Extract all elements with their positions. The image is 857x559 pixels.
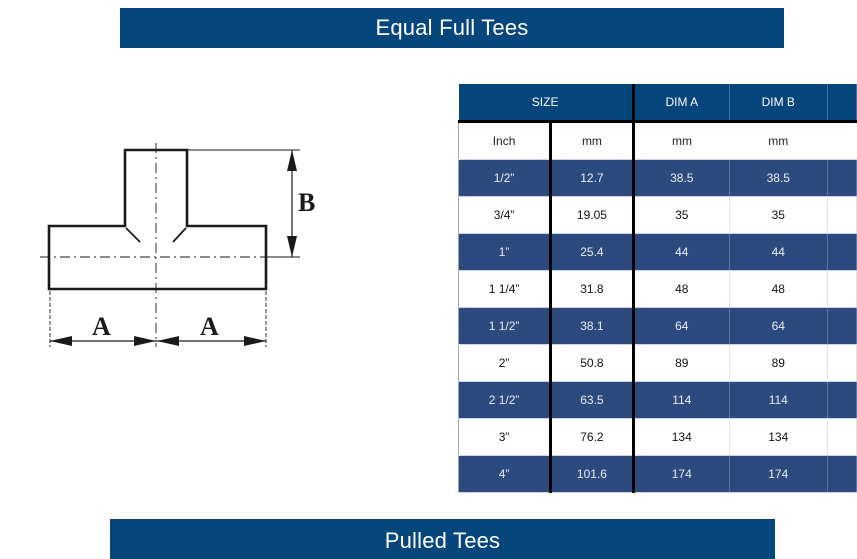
cell-mm: 76.2 xyxy=(550,418,635,456)
cell-dim-a: 114 xyxy=(633,381,730,419)
header-extra xyxy=(827,84,857,123)
cell-inch: 3/4” xyxy=(457,196,553,234)
cell-dim-a: 134 xyxy=(633,418,730,456)
cell-extra xyxy=(827,196,857,234)
unit-mm: mm xyxy=(550,121,635,160)
table-row: 4” 101.6 174 174 xyxy=(457,455,857,493)
table-row: 2” 50.8 89 89 xyxy=(457,344,857,382)
table-row: 1” 25.4 44 44 xyxy=(457,233,857,271)
cell-dim-b: 89 xyxy=(729,344,828,382)
table-row: 1 1/2” 38.1 64 64 xyxy=(457,307,857,345)
dimension-label-a-right: A xyxy=(200,312,219,341)
cell-dim-a: 48 xyxy=(633,270,730,308)
cell-inch: 2 1/2” xyxy=(457,381,553,419)
cell-dim-a: 38.5 xyxy=(633,159,730,197)
cell-inch: 1/2” xyxy=(457,159,553,197)
dimension-label-a-left: A xyxy=(92,312,111,341)
cell-dim-b: 48 xyxy=(729,270,828,308)
cell-extra xyxy=(827,159,857,197)
cell-dim-b: 114 xyxy=(729,381,828,419)
cell-dim-b: 38.5 xyxy=(729,159,828,197)
cell-extra xyxy=(827,233,857,271)
unit-dim-a: mm xyxy=(633,121,730,160)
unit-inch: Inch xyxy=(457,121,553,160)
table-row: 2 1/2” 63.5 114 114 xyxy=(457,381,857,419)
cell-dim-b: 174 xyxy=(729,455,828,493)
table-units-row: Inch mm mm mm xyxy=(457,121,857,160)
cell-extra xyxy=(827,418,857,456)
cell-extra xyxy=(827,344,857,382)
cell-dim-a: 35 xyxy=(633,196,730,234)
cell-inch: 1 1/4” xyxy=(457,270,553,308)
cell-inch: 1” xyxy=(457,233,553,271)
cell-mm: 12.7 xyxy=(550,159,635,197)
cell-dim-a: 44 xyxy=(633,233,730,271)
cell-dim-a: 89 xyxy=(633,344,730,382)
cell-dim-b: 44 xyxy=(729,233,828,271)
cell-mm: 31.8 xyxy=(550,270,635,308)
cell-extra xyxy=(827,455,857,493)
cell-extra xyxy=(827,381,857,419)
section-title-text: Equal Full Tees xyxy=(375,15,529,40)
section-title-text: Pulled Tees xyxy=(384,528,501,553)
cell-inch: 1 1/2” xyxy=(457,307,553,345)
cell-extra xyxy=(827,307,857,345)
unit-extra xyxy=(827,121,857,160)
header-dim-b: DIM B xyxy=(729,84,828,123)
cell-mm: 19.05 xyxy=(550,196,635,234)
cell-mm: 25.4 xyxy=(550,233,635,271)
cell-dim-a: 64 xyxy=(633,307,730,345)
unit-dim-b: mm xyxy=(729,121,828,160)
cell-dim-b: 64 xyxy=(729,307,828,345)
header-size: SIZE xyxy=(458,84,635,123)
dimension-label-b: B xyxy=(298,188,315,217)
section-title-equal-full-tees: Equal Full Tees xyxy=(120,8,784,48)
header-dim-a: DIM A xyxy=(633,84,730,123)
table-header-row: SIZE DIM A DIM B xyxy=(458,84,857,123)
cell-extra xyxy=(827,270,857,308)
cell-mm: 50.8 xyxy=(550,344,635,382)
table-row: 1 1/4” 31.8 48 48 xyxy=(457,270,857,308)
cell-dim-b: 35 xyxy=(729,196,828,234)
cell-dim-a: 174 xyxy=(633,455,730,493)
cell-inch: 3” xyxy=(457,418,553,456)
cell-mm: 63.5 xyxy=(550,381,635,419)
table-row: 3” 76.2 134 134 xyxy=(457,418,857,456)
table-row: 1/2” 12.7 38.5 38.5 xyxy=(457,159,857,197)
cell-mm: 101.6 xyxy=(550,455,635,493)
cell-mm: 38.1 xyxy=(550,307,635,345)
table-row: 3/4” 19.05 35 35 xyxy=(457,196,857,234)
cell-dim-b: 134 xyxy=(729,418,828,456)
cell-inch: 2” xyxy=(457,344,553,382)
tee-dimension-diagram: B A A xyxy=(40,143,315,347)
cell-inch: 4” xyxy=(457,455,553,493)
tee-dimensions-table: SIZE DIM A DIM B Inch mm mm mm 1/2” 12.7… xyxy=(457,84,857,493)
section-title-pulled-tees: Pulled Tees xyxy=(110,519,775,559)
